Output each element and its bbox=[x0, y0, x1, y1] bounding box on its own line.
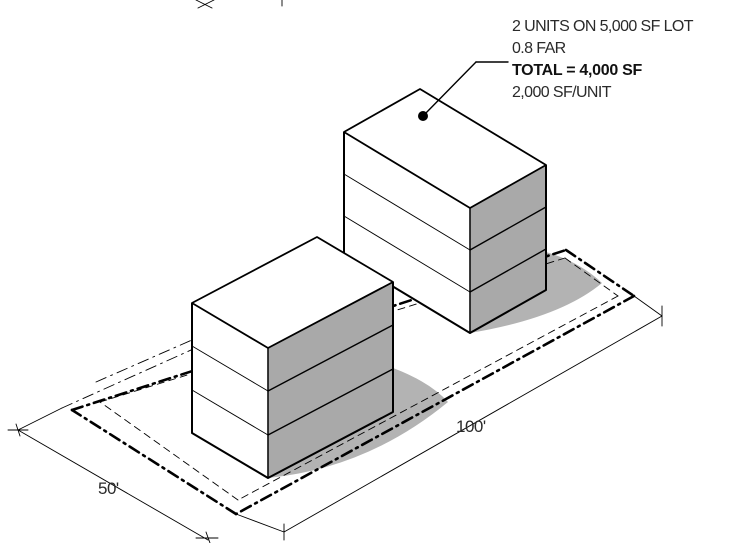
dimension-100ft-label: 100' bbox=[456, 417, 486, 436]
dimension-50ft bbox=[7, 407, 219, 543]
rear-building bbox=[343, 88, 547, 334]
dimension-100ft bbox=[235, 295, 663, 541]
front-building-shadow bbox=[268, 368, 448, 478]
callout-far: 0.8 FAR bbox=[512, 40, 566, 57]
top-dimension-ticks bbox=[195, 0, 283, 9]
callout-total: TOTAL = 4,000 SF bbox=[512, 62, 642, 79]
dimension-50ft-label: 50' bbox=[98, 479, 119, 498]
zoning-callout: 2 UNITS ON 5,000 SF LOT 0.8 FAR TOTAL = … bbox=[512, 16, 694, 104]
rear-building-shadow bbox=[470, 252, 602, 333]
leader-dot bbox=[418, 111, 428, 121]
callout-leader bbox=[418, 61, 509, 121]
front-building bbox=[191, 236, 394, 479]
callout-units-lot: 2 UNITS ON 5,000 SF LOT bbox=[512, 18, 694, 35]
callout-sf-per-unit: 2,000 SF/UNIT bbox=[512, 84, 612, 101]
